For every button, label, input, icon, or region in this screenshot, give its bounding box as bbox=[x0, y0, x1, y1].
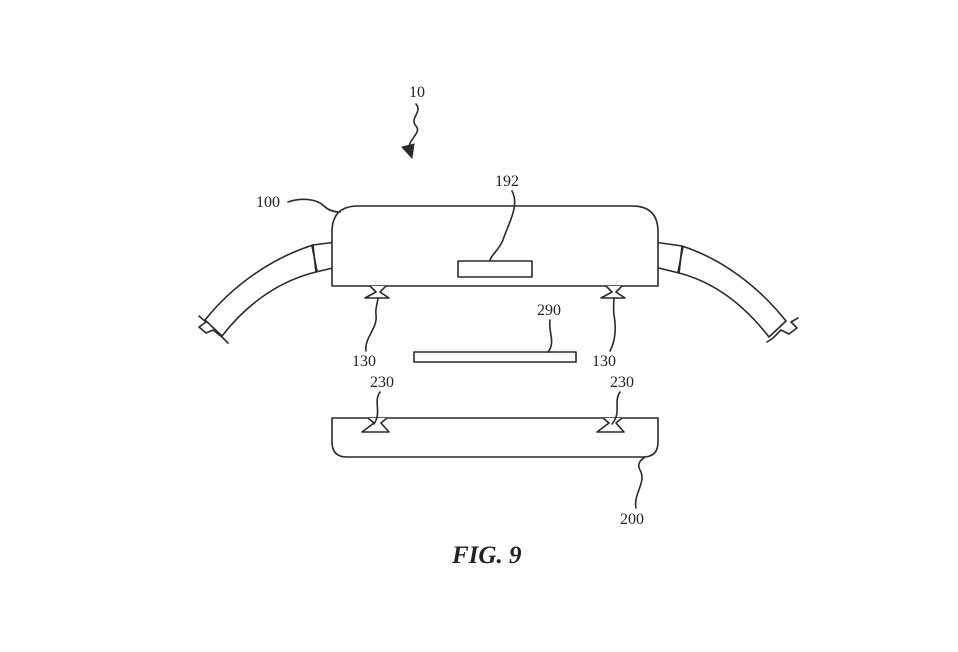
strap-left-lug-divider bbox=[311, 245, 318, 272]
ref-label-connector-left: 130 bbox=[352, 353, 376, 370]
strap-right-lug-divider bbox=[677, 246, 684, 273]
leader-plate-middle bbox=[547, 319, 553, 353]
housing-body bbox=[331, 205, 659, 287]
connector-right bbox=[600, 285, 626, 299]
leader-component-top bbox=[489, 190, 516, 261]
arrowhead-assembly bbox=[401, 143, 415, 160]
leader-receiver-right bbox=[611, 391, 621, 425]
leader-base bbox=[634, 457, 645, 509]
ref-label-plate-middle: 290 bbox=[537, 302, 561, 319]
plate-290 bbox=[413, 351, 577, 363]
ref-label-base: 200 bbox=[620, 511, 644, 528]
leader-receiver-left bbox=[373, 391, 381, 425]
component-192 bbox=[457, 260, 533, 278]
strap-left-end bbox=[198, 315, 229, 344]
receiver-left bbox=[361, 417, 390, 433]
ref-label-receiver-right: 230 bbox=[610, 374, 634, 391]
strap-right bbox=[678, 245, 787, 338]
leader-connector-left bbox=[365, 297, 379, 352]
receiver-right bbox=[596, 417, 625, 433]
leader-housing bbox=[287, 198, 341, 213]
leader-connector-right bbox=[609, 297, 616, 352]
ref-label-connector-right: 130 bbox=[592, 353, 616, 370]
figure-caption: FIG. 9 bbox=[451, 542, 522, 569]
ref-label-assembly: 10 bbox=[409, 84, 425, 101]
ref-label-housing: 100 bbox=[256, 194, 280, 211]
base-body bbox=[331, 417, 659, 458]
ref-label-receiver-left: 230 bbox=[370, 374, 394, 391]
strap-right-end bbox=[766, 317, 799, 343]
connector-left bbox=[364, 285, 390, 299]
ref-label-component-top: 192 bbox=[495, 173, 519, 190]
leader-arrow-assembly bbox=[408, 103, 419, 150]
strap-left bbox=[204, 244, 317, 337]
